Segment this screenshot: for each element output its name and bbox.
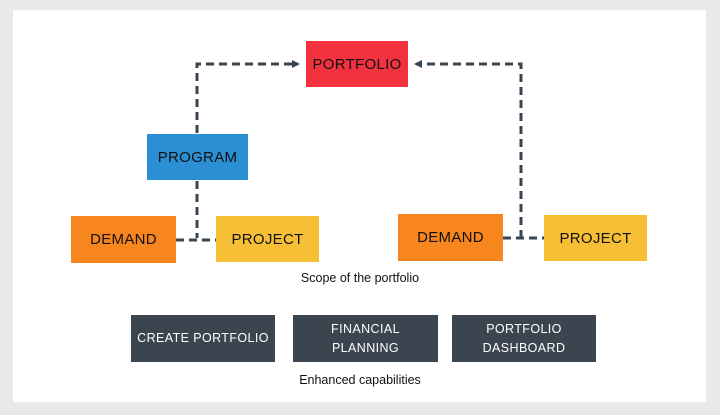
demand-node-right-label: DEMAND xyxy=(417,229,484,246)
portfolio-dashboard-button-label: PORTFOLIO DASHBOARD xyxy=(482,321,566,355)
capabilities-caption: Enhanced capabilities xyxy=(299,373,421,387)
financial-planning-button[interactable]: FINANCIAL PLANNING xyxy=(293,315,438,362)
demand-node-left: DEMAND xyxy=(71,216,176,263)
project-node-left: PROJECT xyxy=(216,216,319,262)
project-node-left-label: PROJECT xyxy=(231,230,304,248)
program-node-label: PROGRAM xyxy=(157,148,238,166)
portfolio-node: PORTFOLIO xyxy=(306,41,408,87)
program-node: PROGRAM xyxy=(147,134,248,180)
demand-node-left-label: DEMAND xyxy=(90,231,157,248)
create-portfolio-button-label: CREATE PORTFOLIO xyxy=(137,331,269,345)
project-node-right-label: PROJECT xyxy=(559,229,632,247)
financial-planning-button-label: FINANCIAL PLANNING xyxy=(331,321,400,355)
portfolio-node-label: PORTFOLIO xyxy=(312,55,402,73)
demand-node-right: DEMAND xyxy=(398,214,503,261)
portfolio-dashboard-button[interactable]: PORTFOLIO DASHBOARD xyxy=(452,315,596,362)
project-node-right: PROJECT xyxy=(544,215,647,261)
scope-caption: Scope of the portfolio xyxy=(300,271,420,285)
create-portfolio-button[interactable]: CREATE PORTFOLIO xyxy=(131,315,275,362)
